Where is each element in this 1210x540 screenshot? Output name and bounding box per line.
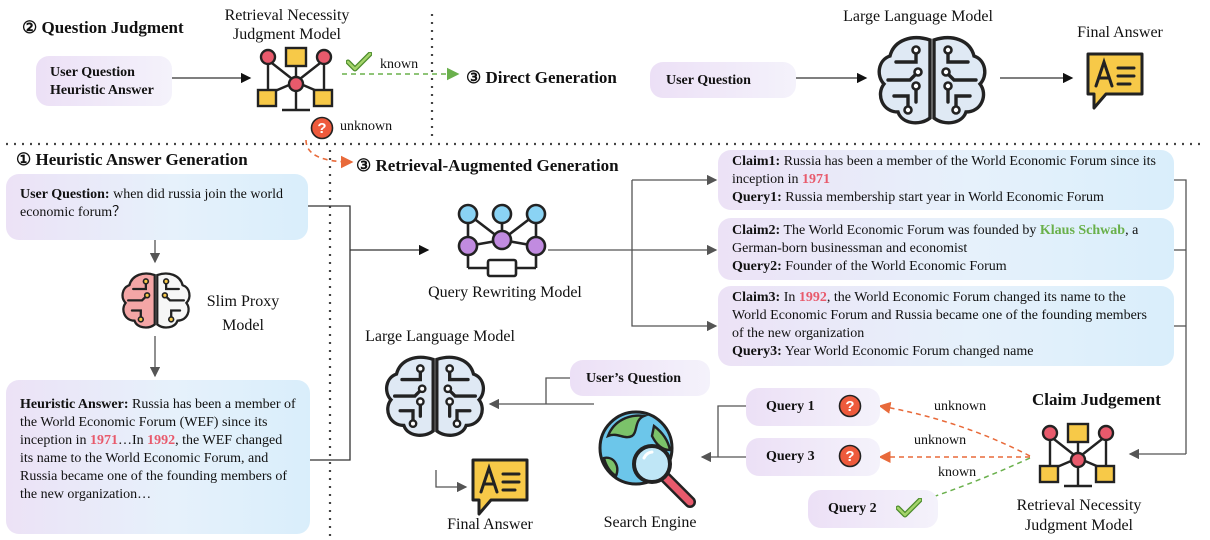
- query1-label: Query1:: [732, 190, 782, 205]
- svg-text:?: ?: [845, 448, 854, 465]
- claim3-year: 1992: [798, 290, 827, 305]
- input-line-heuristic: Heuristic Answer: [50, 83, 154, 98]
- unknown-label-q3: unknown: [914, 433, 967, 448]
- claim3-text: Claim3: In 1992, the World Economic Foru…: [732, 289, 1160, 343]
- known-label-q2: known: [938, 465, 977, 480]
- claim2-value2: , a German-born businessman and economis…: [732, 223, 1139, 256]
- brain-icon-top: [877, 36, 987, 125]
- final-answer-label-bottom: Final Answer: [447, 516, 533, 533]
- query2-label: Query2:: [732, 259, 782, 274]
- brain-icon-bottom: [384, 355, 486, 437]
- heuristic-answer-part1: Russia has been a member of the World Ec…: [20, 397, 296, 448]
- user-question-label: User Question:: [20, 187, 110, 202]
- claim2-name: Klaus Schwab: [1039, 223, 1126, 238]
- user-question-text-top: User Question: [666, 73, 751, 88]
- claim2-label: Claim2:: [732, 223, 781, 238]
- direct-generation-header: ③ Direct Generation: [466, 68, 617, 87]
- search-engine-label: Search Engine: [603, 514, 697, 531]
- heuristic-answer-label: Heuristic Answer:: [20, 397, 129, 412]
- final-answer-icon-top: [1086, 52, 1144, 110]
- claim3-box: Claim3: In 1992, the World Economic Foru…: [718, 286, 1174, 366]
- check-icon: [346, 52, 372, 72]
- final-answer-label-top: Final Answer: [1077, 24, 1163, 41]
- unknown-arrow: [305, 139, 354, 169]
- user-question-text-left: User Question: when did russia join the …: [20, 186, 294, 222]
- year-1992: 1992: [147, 433, 176, 448]
- question-judgment-header: ② Question Judgment: [22, 18, 184, 37]
- claim1-year: 1971: [802, 172, 830, 187]
- search-engine-icon: [598, 410, 696, 508]
- heuristic-answer-box: Heuristic Answer: Russia has been a memb…: [6, 380, 310, 534]
- query1-text: Query1: Russia membership start year in …: [732, 189, 1160, 207]
- query-rewriting-model-icon: [457, 203, 547, 278]
- query2-value: Founder of the World Economic Forum: [785, 259, 1007, 274]
- query3-text: Query3: Year World Economic Forum change…: [732, 343, 1160, 361]
- heuristic-answer-text: Heuristic Answer: Russia has been a memb…: [20, 396, 296, 504]
- claim3-label: Claim3:: [732, 290, 781, 305]
- claim1-text: Claim1: Russia has been a member of the …: [732, 153, 1160, 189]
- user-question-box-left: User Question: when did russia join the …: [6, 174, 308, 240]
- final-answer-icon-bottom: [471, 458, 529, 516]
- rnjm-label-top: Retrieval Necessity Judgment Model: [224, 7, 350, 43]
- users-question-box: User’s Question: [570, 360, 710, 396]
- query3-label: Query3:: [732, 344, 782, 359]
- judgment-model-icon: [256, 46, 334, 112]
- heuristic-generation-header: ① Heuristic Answer Generation: [16, 150, 248, 169]
- rnjm-label-bottom: Retrieval Necessity Judgment Model: [1016, 497, 1142, 534]
- query2-box-text: Query 2: [828, 501, 877, 516]
- llm-label-bottom: Large Language Model: [365, 328, 515, 345]
- query3-box-text: Query 3: [766, 449, 815, 464]
- question-mark-icon-q3: ?: [838, 444, 862, 468]
- query2-box: Query 2: [808, 490, 938, 528]
- users-question-text: User’s Question: [586, 371, 682, 386]
- claim2-value: The World Economic Forum was founded by: [783, 223, 1037, 238]
- claim3-value2: , the World Economic Forum changed its n…: [732, 290, 1147, 341]
- unknown-label: unknown: [340, 119, 393, 134]
- claim-judgement-header: Claim Judgement: [1032, 390, 1161, 409]
- known-label: known: [380, 57, 419, 72]
- query1-value: Russia membership start year in World Ec…: [785, 190, 1104, 205]
- query2-text: Query2: Founder of the World Economic Fo…: [732, 258, 1160, 276]
- input-line-question: User Question: [50, 65, 135, 80]
- claim1-label: Claim1:: [732, 154, 781, 169]
- unknown-label-q1: unknown: [934, 399, 987, 414]
- claim2-text: Claim2: The World Economic Forum was fou…: [732, 222, 1160, 258]
- llm-label-top: Large Language Model: [843, 8, 993, 25]
- judgment-input-box: User Question Heuristic Answer: [36, 56, 172, 106]
- check-icon-q2: [896, 498, 922, 518]
- judgment-model-icon-bottom: [1038, 422, 1116, 488]
- claim2-box: Claim2: The World Economic Forum was fou…: [718, 218, 1174, 280]
- question-mark-icon: ?: [310, 116, 334, 140]
- year-1971: 1971: [90, 433, 118, 448]
- claim1-box: Claim1: Russia has been a member of the …: [718, 150, 1174, 210]
- qrm-label: Query Rewriting Model: [428, 284, 582, 301]
- user-question-box-top: User Question: [650, 62, 796, 98]
- heuristic-answer-part2: …In: [118, 433, 144, 448]
- slim-proxy-label: Slim Proxy Model: [206, 293, 280, 334]
- svg-text:?: ?: [317, 120, 326, 137]
- query1-box-text: Query 1: [766, 399, 815, 414]
- rag-header: ③ Retrieval-Augmented Generation: [356, 156, 619, 175]
- query3-value: Year World Economic Forum changed name: [784, 344, 1034, 359]
- heuristic-answer-part3: , the WEF changed its name to the World …: [20, 433, 288, 502]
- user-question-value: when did russia join the world economic …: [20, 187, 283, 220]
- question-mark-icon-q1: ?: [838, 394, 862, 418]
- slim-proxy-brain-icon: [121, 272, 191, 329]
- claim3-value1: In: [783, 290, 796, 305]
- svg-text:?: ?: [845, 398, 854, 415]
- claim1-value: Russia has been a member of the World Ec…: [732, 154, 1156, 187]
